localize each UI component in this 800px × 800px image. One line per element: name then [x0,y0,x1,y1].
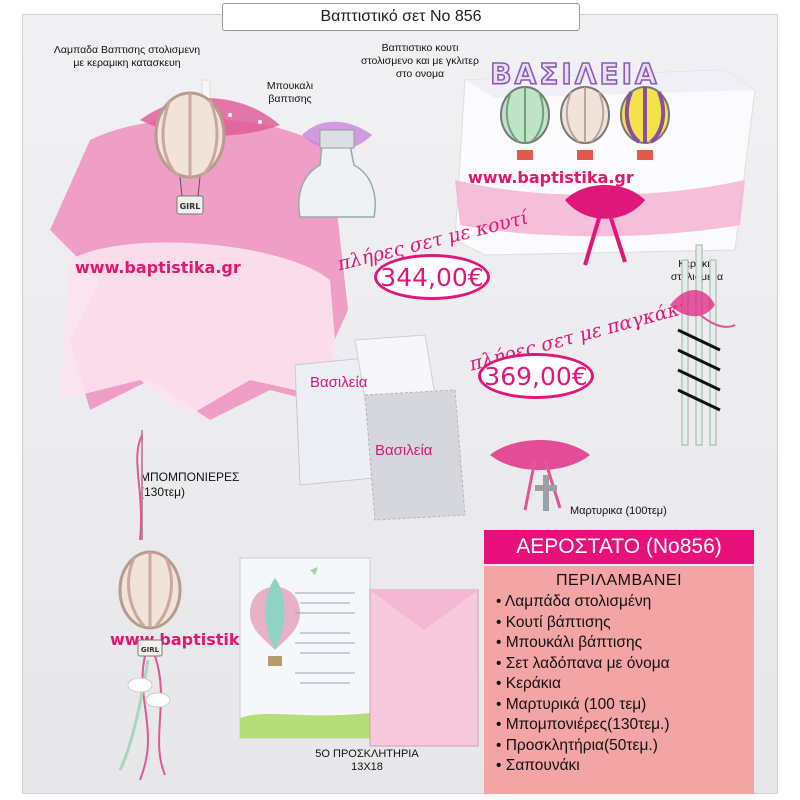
towel-set-image [294,334,466,521]
offer-box-price-badge: 344,00€ [374,254,490,300]
candle-image: GIRL [50,79,348,421]
towel-name-1: Βασιλεία [310,374,368,391]
list-item: Κεράκια [496,674,754,695]
page-title: Βαπτιστικό σετ Νο 856 [222,3,580,31]
includes-panel: ΠΕΡΙΛΑΜΒΑΝΕΙ Λαμπάδα στολισμένη Κουτί βά… [484,566,754,794]
box-name-text: ΒΑΣΙΛΕΙΑ [489,57,659,92]
model-name: ΑΕΡΟΣΤΑΤΟ (Νο856) [484,530,754,564]
list-item: Κουτί βάπτισης [496,613,754,634]
list-item: Μπουκάλι βάπτισης [496,633,754,654]
offer-bench-price: 369,00€ [484,361,588,391]
favors-image: GIRL [118,430,182,781]
candle-tag-text: GIRL [180,202,201,211]
baptism-box-image [454,69,756,266]
crosses-label: Μαρτυρικα (100τεμ) [570,505,667,517]
offer-bench-price-badge: 369,00€ [478,353,594,399]
candle-label: Λαμπαδα Βαπτισης στολισμενη με κεραμικη … [53,44,201,69]
list-item: Λαμπάδα στολισμένη [496,592,754,613]
website-link-mid[interactable]: www.baptistika.gr [75,258,241,277]
envelope-image [369,589,479,747]
bottle-image [298,121,376,218]
invitation-card-image [239,557,371,739]
svg-text:ΒΑΣΙΛΕΙΑ: ΒΑΣΙΛΕΙΑ [490,58,659,91]
favor-tag-text: GIRL [141,646,160,654]
favors-label: ΜΠΟΜΠΟΝΙΕΡΕΣ (130τεμ) [140,470,240,499]
list-item: Μαρτυρικά (100 τεμ) [496,695,754,716]
website-link-top[interactable]: www.baptistika.gr [468,168,634,187]
cross-favor-image [490,440,590,511]
offer-box-price: 344,00€ [380,262,484,292]
small-candles-image [670,244,736,446]
bottle-label: Μπουκαλι βαπτισης [266,80,314,105]
list-item: Προσκλητήρια(50τεμ.) [496,736,754,757]
includes-list: Λαμπάδα στολισμένη Κουτί βάπτισης Μπουκά… [484,592,754,777]
invitations-label: 5Ο ΠΡΟΣΚΛΗΤΗΡΙΑ 13Χ18 [315,748,419,773]
includes-title: ΠΕΡΙΛΑΜΒΑΝΕΙ [555,572,683,589]
box-label: Βαπτιστικο κουτι στολισμενο και με γκλιτ… [361,42,479,80]
list-item: Σετ λαδόπανα με όνομα [496,654,754,675]
list-item: Σαπουνάκι [496,756,754,777]
list-item: Μπομπονιέρες(130τεμ.) [496,715,754,736]
towel-name-2: Βασιλεία [375,442,433,459]
